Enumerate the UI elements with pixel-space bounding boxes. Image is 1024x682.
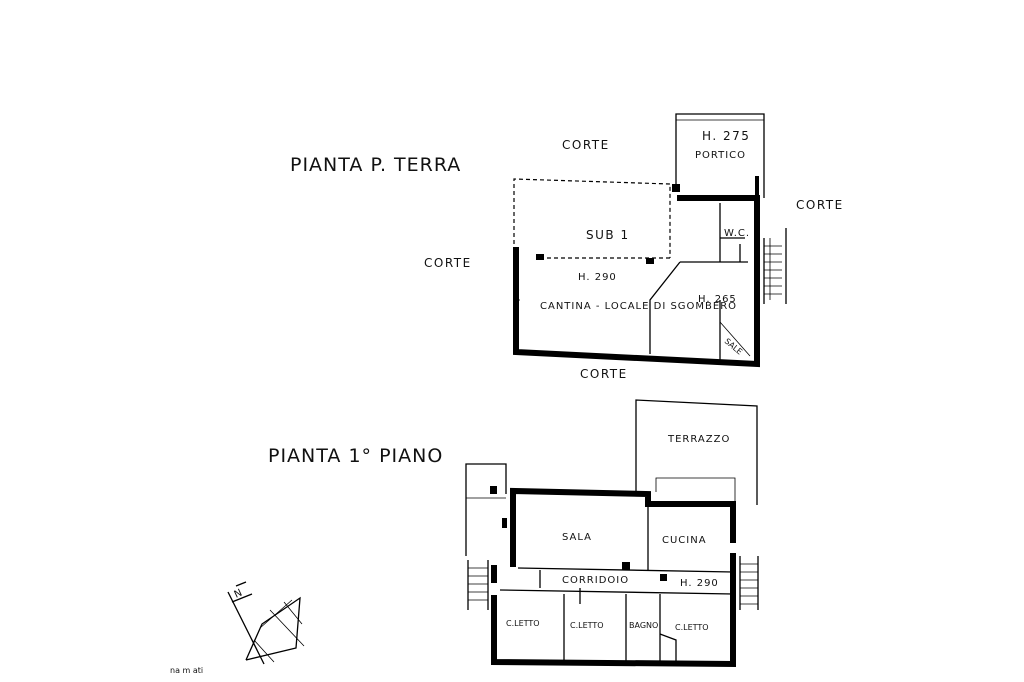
- first-floor-walls: [491, 487, 736, 668]
- bedroom-2-label: C.LETTO: [570, 621, 604, 630]
- bathroom-label: BAGNO: [629, 621, 658, 630]
- first-floor-plan: PIANTA 1° PIANO: [268, 399, 759, 668]
- ground-height-label: H. 290: [578, 272, 617, 283]
- living-room-label: SALA: [562, 532, 592, 543]
- courtyard-label-top: CORTE: [562, 138, 610, 152]
- north-letter: N: [233, 587, 245, 601]
- courtyard-label-right: CORTE: [796, 198, 844, 212]
- left-balcony: [465, 463, 507, 556]
- courtyard-label-bottom: CORTE: [580, 367, 628, 381]
- first-floor-title: PIANTA 1° PIANO: [268, 445, 443, 467]
- courtyard-label-left: CORTE: [424, 256, 472, 270]
- kitchen-label: CUCINA: [662, 535, 707, 546]
- sub-label: SUB 1: [586, 228, 630, 242]
- corridor-label: CORRIDOIO: [562, 575, 629, 586]
- first-floor-right-stair: [739, 556, 759, 610]
- ground-floor-walls: [513, 176, 760, 368]
- terrace-label: TERRAZZO: [667, 434, 730, 445]
- terrace: [635, 399, 758, 505]
- north-arrow-icon: N: [227, 581, 305, 665]
- stair-label: SALE: [723, 337, 744, 357]
- store-height-label: H. 265: [698, 294, 737, 305]
- bedroom-1-label: C.LETTO: [506, 619, 540, 628]
- bedroom-3-label: C.LETTO: [675, 623, 709, 632]
- sub-1-dashed-area: [513, 178, 671, 259]
- wc-label: W.C.: [724, 228, 750, 239]
- porch-label: PORTICO: [695, 150, 746, 161]
- ground-floor-title: PIANTA P. TERRA: [290, 154, 461, 176]
- first-floor-height-label: H. 290: [680, 578, 719, 589]
- scale-note: na m ati: [170, 666, 203, 675]
- ground-floor-plan: PIANTA P. TERRA: [290, 113, 844, 381]
- room-label: CANTINA - LOCALE DI SGOMBERO: [540, 301, 737, 312]
- portico: [672, 113, 765, 198]
- first-floor-left-stair: [467, 560, 489, 610]
- porch-height-label: H. 275: [702, 129, 750, 143]
- ground-floor-stair: [763, 228, 787, 304]
